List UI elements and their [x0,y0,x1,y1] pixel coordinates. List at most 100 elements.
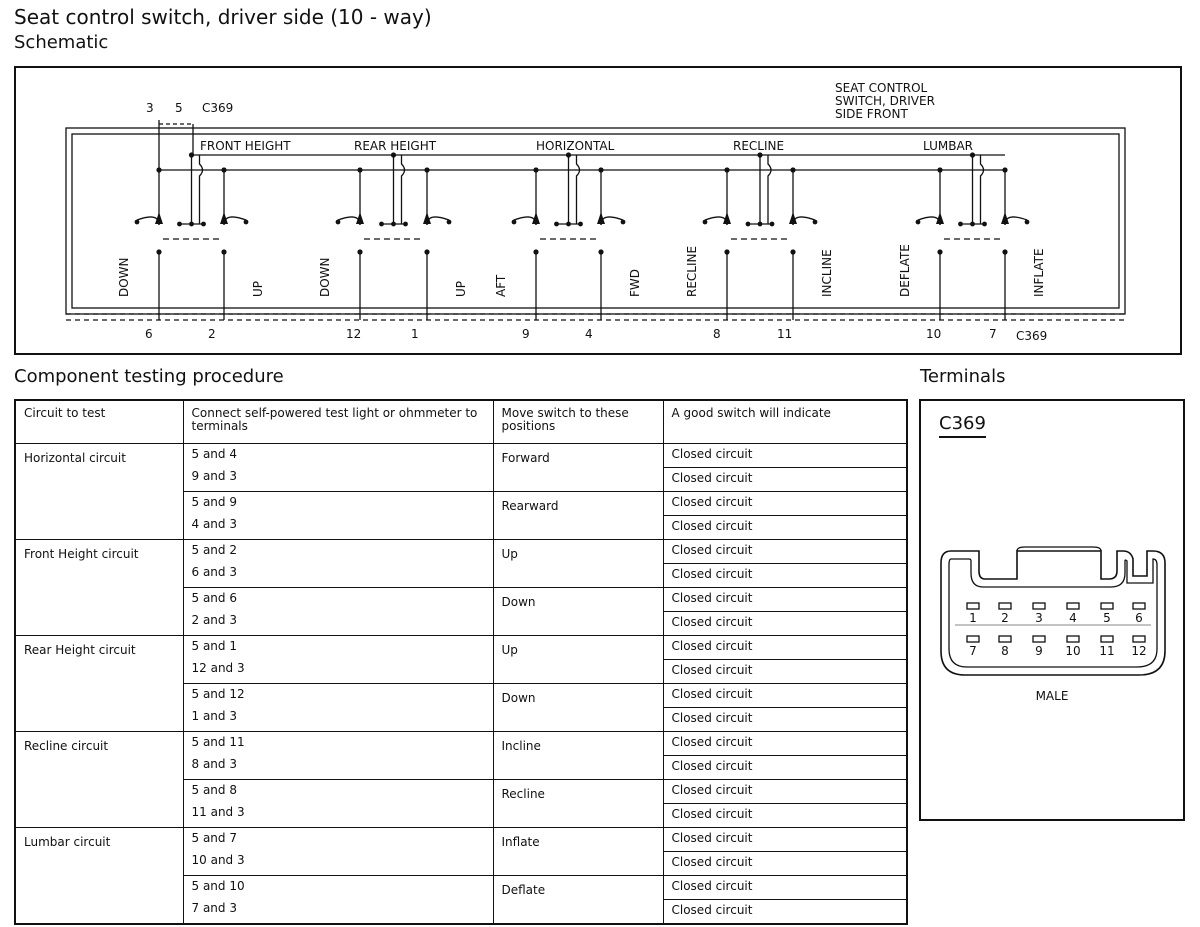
result-cell: Closed circuit [662,851,908,876]
terminals-title: Terminals [920,366,1006,387]
outer-frame [14,66,1182,355]
pin-number-bottom: 12 [346,327,361,341]
group-name-label: HORIZONTAL [536,139,615,153]
contact-dot [982,221,987,227]
col-header-result: A good switch will indicate [662,399,908,444]
crossover-hop [400,155,406,224]
position-cell: Up [492,539,664,588]
junction-dot [598,167,604,173]
circuit-name-cell: Rear Height circuit [14,635,184,732]
connector-shell-inner [948,558,1158,668]
circuit-name-cell: Horizontal circuit [14,443,184,540]
terminal-number: 4 [1069,611,1077,625]
contact-dot [424,249,430,255]
junction-dot [533,167,539,173]
direction-label: UP [454,281,468,297]
contact-dot [578,221,583,227]
terminals-cell: 5 and 1 [182,635,494,660]
procedure-title: Component testing procedure [14,366,284,387]
connector-label-bottom: C369 [1016,329,1047,343]
junction-dot [357,167,363,173]
terminals-cell: 5 and 2 [182,539,494,564]
junction-dot [565,152,572,158]
contact-dot [937,249,943,255]
component-label: SEAT CONTROL [835,81,928,95]
direction-label: INCLINE [820,249,834,297]
contact-dot [177,221,182,227]
contact-dot [533,249,539,255]
component-label: SWITCH, DRIVER [835,94,935,108]
direction-label: AFT [494,274,508,297]
terminal-pin-slot [1066,635,1080,643]
junction-dot [1002,167,1008,173]
position-cell: Recline [492,779,664,828]
direction-label: DOWN [117,257,131,297]
terminals-cell: 10 and 3 [182,851,494,876]
terminals-cell: 5 and 4 [182,443,494,468]
direction-label: DEFLATE [898,244,912,297]
direction-label: INFLATE [1032,248,1046,297]
switch-arrow [532,212,540,224]
terminal-pin-slot [1032,602,1046,610]
result-cell: Closed circuit [662,731,908,756]
terminal-pin-slot [966,635,980,643]
pin-number-bottom: 8 [713,327,721,341]
contact-dot [1024,219,1030,225]
group-name-label: REAR HEIGHT [354,139,437,153]
terminal-pin-slot [998,635,1012,643]
table-header-row: Circuit to test Connect self-powered tes… [14,399,908,444]
result-cell: Closed circuit [662,707,908,732]
result-cell: Closed circuit [662,491,908,516]
contact-dot [201,221,206,227]
terminal-pin-slot [966,602,980,610]
junction-dot [790,167,796,173]
terminals-cell: 5 and 6 [182,587,494,612]
col-header-positions: Move switch to these positions [492,399,664,444]
terminals-cell: 2 and 3 [182,611,494,636]
terminal-number: 7 [969,644,977,658]
contact-dot [790,249,796,255]
position-cell: Incline [492,731,664,780]
result-cell: Closed circuit [662,875,908,900]
contact-dot [702,219,708,225]
result-cell: Closed circuit [662,827,908,852]
contact-dot [598,249,604,255]
pin-number-bottom: 6 [145,327,153,341]
junction-dot [390,152,397,158]
contact-dot [134,219,140,225]
result-cell: Closed circuit [662,563,908,588]
contact-dot [335,219,341,225]
junction-dot [156,167,162,173]
pin-number-bottom: 4 [585,327,593,341]
terminals-cell: 6 and 3 [182,563,494,588]
crossover-hop [198,155,204,224]
terminals-cell: 4 and 3 [182,515,494,540]
position-cell: Down [492,683,664,732]
terminals-cell: 5 and 10 [182,875,494,900]
pin-number-bottom: 11 [777,327,792,341]
pin-number-bottom: 1 [411,327,419,341]
contact-dot [958,221,963,227]
switch-arrow [789,212,797,224]
direction-label: DOWN [318,257,332,297]
junction-dot [757,152,763,158]
position-cell: Deflate [492,875,664,925]
page-title: Seat control switch, driver side (10 - w… [14,5,432,29]
result-cell: Closed circuit [662,803,908,828]
switch-arrow [723,212,731,224]
testing-procedure-table: Circuit to test Connect self-powered tes… [14,399,908,925]
terminal-pin-slot [1100,635,1114,643]
crossover-hop [575,155,581,224]
position-cell: Down [492,587,664,636]
switch-arrow [1001,212,1009,224]
